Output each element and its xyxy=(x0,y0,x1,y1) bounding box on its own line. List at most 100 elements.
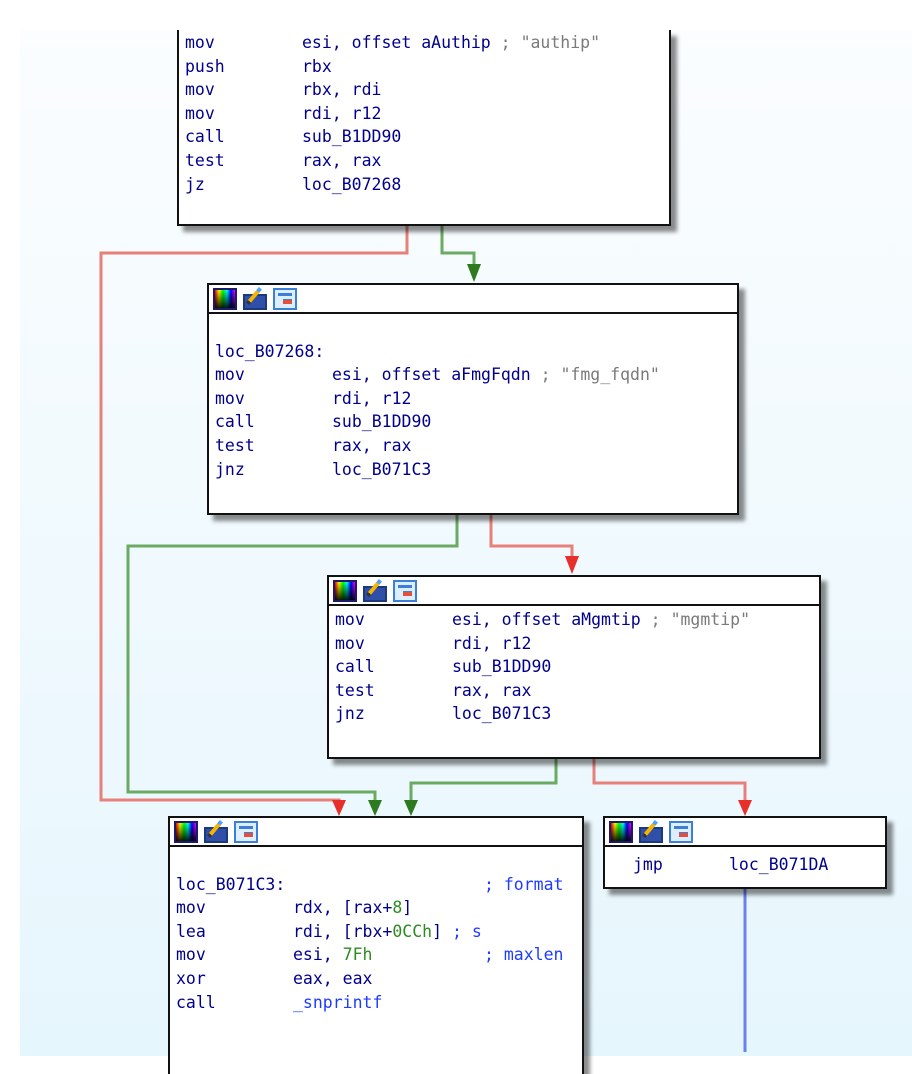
edit-name-icon[interactable] xyxy=(204,826,228,843)
instruction-line[interactable]: jnz loc_B071C3 xyxy=(335,702,819,726)
immediate-value: 7Fh xyxy=(342,945,373,965)
block-header xyxy=(209,285,737,314)
call-target[interactable]: sub_B1DD90 xyxy=(452,657,552,677)
call-target[interactable]: sub_B1DD90 xyxy=(332,412,432,432)
call-target[interactable]: _snprintf xyxy=(293,992,383,1012)
graph-group-icon[interactable] xyxy=(234,820,258,843)
mnemonic: mov xyxy=(176,898,206,918)
mnemonic: jnz xyxy=(335,704,365,724)
operands: rdi, r12 xyxy=(302,103,382,123)
instruction-line[interactable]: jz loc_B07268 xyxy=(185,173,669,197)
immediate-value: 8 xyxy=(392,898,403,918)
mnemonic: mov xyxy=(185,33,215,52)
mnemonic: mov xyxy=(215,365,245,385)
mnemonic: jmp xyxy=(633,855,663,874)
operands: eax, eax xyxy=(293,968,373,988)
instruction-line[interactable]: mov rdi, r12 xyxy=(185,102,669,126)
instruction-line[interactable]: call sub_B1DD90 xyxy=(335,655,819,679)
mnemonic: mov xyxy=(185,103,215,123)
block-label[interactable]: loc_B071C3: ; format xyxy=(176,873,582,897)
arrow-green-block4-b xyxy=(404,800,418,816)
edge-block1-to-block2-green[interactable] xyxy=(440,226,476,278)
jump-target[interactable]: loc_B071DA xyxy=(729,855,829,874)
call-target[interactable]: sub_B1DD90 xyxy=(302,127,402,147)
operands: rbx xyxy=(302,56,332,76)
operands: rax, rax xyxy=(332,435,412,455)
string-comment: "fmg_fqdn" xyxy=(560,365,660,385)
mnemonic: mov xyxy=(176,945,206,965)
instruction-line[interactable]: test rax, rax xyxy=(215,434,737,458)
operands: rdi, r12 xyxy=(452,633,532,653)
operands: esi, xyxy=(293,945,343,965)
edit-name-icon[interactable] xyxy=(639,826,663,843)
mnemonic: mov xyxy=(185,80,215,100)
operands: rdi, r12 xyxy=(332,388,412,408)
edge-block3-to-block5-red[interactable] xyxy=(592,758,747,812)
edit-name-icon[interactable] xyxy=(363,585,387,602)
graph-group-icon[interactable] xyxy=(669,820,693,843)
comment: ; s xyxy=(442,921,482,941)
graph-group-icon[interactable] xyxy=(273,287,297,310)
instruction-line[interactable]: call sub_B1DD90 xyxy=(215,410,737,434)
mnemonic: mov xyxy=(215,388,245,408)
comment-separator: ; xyxy=(640,610,671,629)
label-comment: ; format xyxy=(484,874,564,894)
arrow-red-block5 xyxy=(738,800,752,816)
mnemonic: mov xyxy=(335,633,365,653)
instruction-line[interactable]: mov rdi, r12 xyxy=(335,632,819,656)
mnemonic: call xyxy=(215,412,255,432)
mnemonic: lea xyxy=(176,921,206,941)
color-palette-icon[interactable] xyxy=(609,820,633,843)
mnemonic: push xyxy=(185,56,225,76)
mnemonic: test xyxy=(215,435,255,455)
mnemonic: jz xyxy=(185,174,205,194)
location-label[interactable]: loc_B07268: xyxy=(215,341,325,361)
string-comment: "authip" xyxy=(520,33,601,52)
operands-suffix: ] xyxy=(402,898,413,918)
arrow-green-block2 xyxy=(467,264,481,282)
mnemonic: mov xyxy=(335,610,365,629)
edge-block3-to-block4-green[interactable] xyxy=(409,758,558,812)
code-block-5[interactable]: jmp loc_B071DA xyxy=(603,816,887,889)
instruction-line[interactable]: call_snprintf xyxy=(176,991,582,1015)
color-palette-icon[interactable] xyxy=(213,287,237,310)
string-comment: "mgmtip" xyxy=(670,610,751,629)
instruction-line[interactable]: push rbx xyxy=(185,55,669,79)
instruction-line[interactable]: jmp loc_B071DA xyxy=(633,853,885,877)
color-palette-icon[interactable] xyxy=(333,579,357,602)
jump-target[interactable]: loc_B071C3 xyxy=(332,459,432,479)
instruction-line[interactable]: mov rdi, r12 xyxy=(215,387,737,411)
mnemonic: call xyxy=(335,657,375,677)
operands: rbx, rdi xyxy=(302,80,382,100)
block-header xyxy=(605,818,885,847)
jump-target[interactable]: loc_B07268 xyxy=(302,174,402,194)
operands: esi, offset aAuthip xyxy=(302,33,491,52)
edge-block2-to-block3-red[interactable] xyxy=(489,514,574,570)
color-palette-icon[interactable] xyxy=(174,820,198,843)
edit-name-icon[interactable] xyxy=(243,293,267,310)
operands: rdi, [rbx+ xyxy=(293,921,393,941)
graph-group-icon[interactable] xyxy=(393,579,417,602)
instruction-line[interactable]: mov rbx, rdi xyxy=(185,78,669,102)
edge-block2-to-block4-green[interactable] xyxy=(126,514,459,812)
location-label[interactable]: loc_B071C3: xyxy=(176,874,286,894)
block-label[interactable]: loc_B07268: xyxy=(215,340,737,364)
jump-target[interactable]: loc_B071C3 xyxy=(452,704,552,724)
arrow-green-block4-a xyxy=(368,800,382,816)
